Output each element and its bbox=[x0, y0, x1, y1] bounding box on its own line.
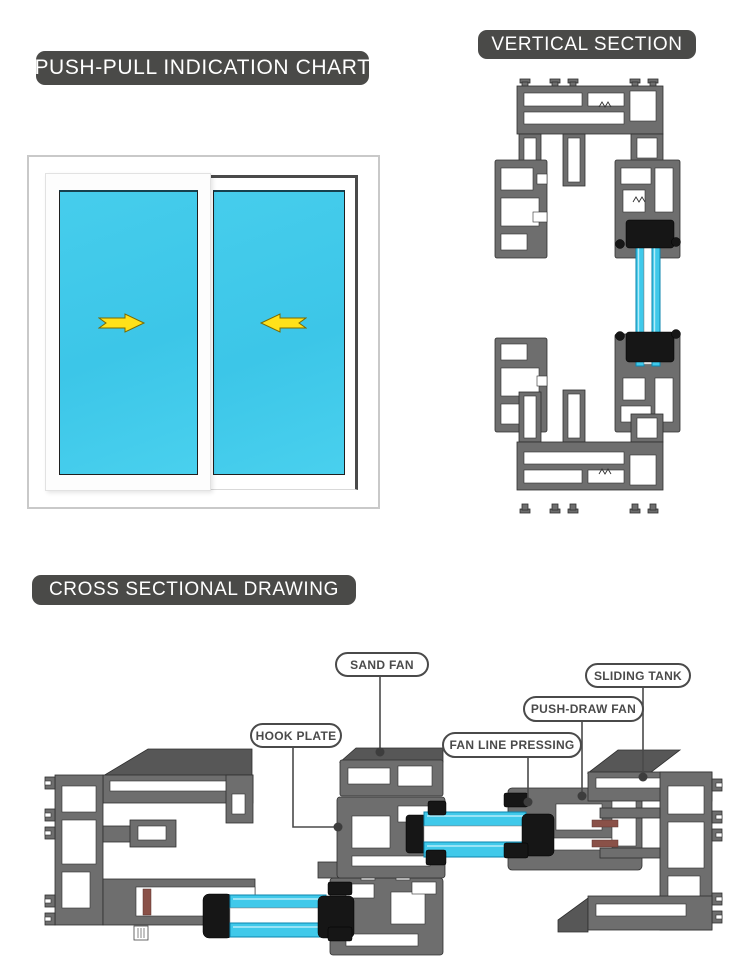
cross-left-frame-profile bbox=[44, 748, 256, 941]
cross-sectional-drawing bbox=[44, 674, 723, 956]
callout-push-draw-fan: PUSH-DRAW FAN bbox=[523, 696, 644, 722]
arrow-right-icon bbox=[98, 313, 146, 333]
banner-push-pull-indication-chart: PUSH-PULL INDICATION CHART bbox=[34, 51, 370, 85]
break-mark bbox=[632, 196, 646, 203]
arrow-left-icon bbox=[259, 313, 307, 333]
hook-plate-chamber bbox=[351, 815, 391, 849]
banner-vertical-section: VERTICAL SECTION bbox=[478, 30, 696, 59]
callout-leader-lines bbox=[292, 674, 648, 832]
vertical-section-drawing bbox=[494, 78, 681, 514]
window-right-glass bbox=[213, 190, 345, 475]
glazing-gasket bbox=[625, 219, 675, 249]
push-pull-window-diagram bbox=[27, 155, 380, 509]
glass-pane bbox=[229, 922, 327, 938]
break-mark bbox=[598, 101, 612, 108]
weather-seal bbox=[591, 839, 619, 848]
glazing-gasket bbox=[625, 331, 675, 363]
glass-pane bbox=[229, 894, 327, 909]
weather-seal bbox=[591, 819, 619, 828]
callout-fan-line-pressing: FAN LINE PRESSING bbox=[442, 732, 582, 758]
vertical-double-glazing bbox=[615, 219, 681, 367]
callout-sand-fan: SAND FAN bbox=[335, 652, 429, 677]
vertical-left-sash-profiles bbox=[494, 159, 548, 433]
banner-cross-sectional-drawing: CROSS SECTIONAL DRAWING bbox=[32, 575, 356, 605]
callout-sliding-tank: SLIDING TANK bbox=[585, 663, 691, 688]
vertical-top-frame-profile bbox=[516, 78, 664, 187]
window-left-glass bbox=[59, 190, 198, 475]
weather-seal bbox=[142, 888, 152, 916]
break-mark bbox=[598, 468, 612, 475]
callout-hook-plate: HOOK PLATE bbox=[250, 723, 342, 748]
vertical-bottom-frame-profile bbox=[516, 389, 664, 514]
hollow-chamber bbox=[390, 891, 426, 925]
leader-line-hook-plate bbox=[292, 744, 334, 828]
cross-upper-glazing bbox=[405, 792, 555, 866]
cross-right-frame-profile bbox=[557, 749, 723, 933]
